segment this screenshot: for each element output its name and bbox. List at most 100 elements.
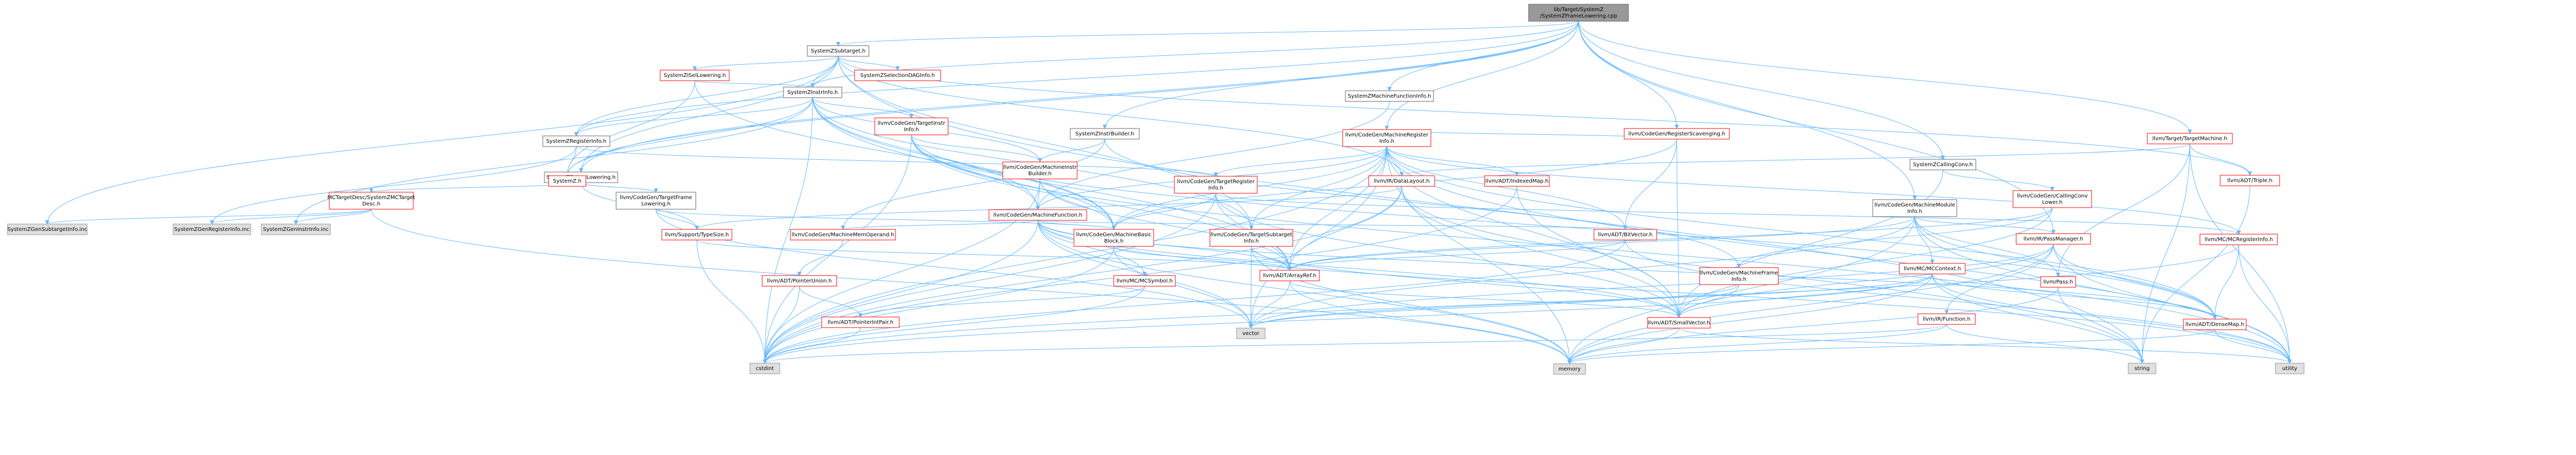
edge-root-to-targetmachine bbox=[1578, 21, 2192, 134]
node-datalayout[interactable]: llvm/IR/DataLayout.h bbox=[1368, 175, 1435, 187]
node-label: llvm/ADT/ArrayRef.h bbox=[1263, 273, 1317, 279]
edge-passmanager-to-densemap bbox=[2053, 244, 2217, 320]
node-function[interactable]: llvm/IR/Function.h bbox=[1917, 313, 1976, 325]
node-machinefuncinfo[interactable]: SystemZMachineFunctionInfo.h bbox=[1345, 90, 1434, 102]
edge-machinefunction-to-memory bbox=[1037, 220, 1572, 364]
node-box bbox=[2016, 233, 2091, 245]
node-box bbox=[821, 316, 900, 328]
node-label: SystemZ.h bbox=[553, 178, 582, 184]
node-instrinfo[interactable]: SystemZInstrInfo.h bbox=[783, 87, 842, 98]
node-machinememoperand[interactable]: llvm/CodeGen/MachineMemOperand.h bbox=[790, 229, 896, 241]
node-label: llvm/ADT/DenseMap.h bbox=[2186, 322, 2245, 328]
node-label: MCTargetDesc/SystemZMCTarget bbox=[327, 195, 415, 201]
node-machinefunction[interactable]: llvm/CodeGen/MachineFunction.h bbox=[988, 209, 1087, 221]
edge-mcsymbol-to-pointerintpair bbox=[858, 286, 1145, 317]
node-box bbox=[2275, 363, 2305, 374]
node-label: Builder.h bbox=[1028, 171, 1052, 177]
node-typesize[interactable]: llvm/Support/TypeSize.h bbox=[661, 229, 732, 241]
edge-machineframeinfo-to-vector bbox=[1249, 284, 1739, 329]
node-indexedmap[interactable]: llvm/ADT/IndexedMap.h bbox=[1484, 175, 1550, 187]
edge-machineinstrbuilder-to-cstdint bbox=[763, 178, 1040, 364]
node-mccontext[interactable]: llvm/MC/MCContext.h bbox=[1899, 263, 1966, 274]
edge-targetmachine-to-datalayout bbox=[1400, 143, 2190, 176]
node-systemz_h[interactable]: SystemZ.h bbox=[548, 175, 586, 187]
node-instrbuilder[interactable]: SystemZInstrBuilder.h bbox=[1070, 128, 1140, 140]
edge-machineframeinfo-to-smallvector bbox=[1677, 284, 1739, 318]
edge-subtarget-to-registerinfo bbox=[574, 56, 839, 136]
node-subtargetinfo_inc[interactable]: SystemZGenSubtargetInfo.inc bbox=[7, 224, 88, 235]
edge-mcdesc-to-memory bbox=[371, 209, 1572, 364]
edge-machinemoduleinfo-to-arrayref bbox=[1287, 216, 1915, 271]
node-box bbox=[1593, 229, 1657, 241]
node-label: SystemZISelLowering.h bbox=[663, 73, 726, 79]
node-triple[interactable]: llvm/ADT/Triple.h bbox=[2220, 175, 2280, 186]
node-registerinfo[interactable]: SystemZRegisterInfo.h bbox=[542, 135, 610, 147]
edge-machinemoduleinfo-to-vector bbox=[1249, 216, 1915, 329]
node-smallvector[interactable]: llvm/ADT/SmallVector.h bbox=[1647, 317, 1711, 329]
node-registerinfo_inc[interactable]: SystemZGenRegisterInfo.inc bbox=[173, 224, 251, 235]
node-regscavenging[interactable]: llvm/CodeGen/RegisterScavenging.h bbox=[1624, 128, 1730, 140]
node-subtarget[interactable]: SystemZSubtarget.h bbox=[807, 45, 869, 57]
node-label: Block.h bbox=[1104, 238, 1124, 244]
edge-machineregisterinfo-to-densemap bbox=[1386, 146, 2217, 320]
node-label: llvm/CodeGen/MachineMemOperand.h bbox=[792, 232, 894, 238]
node-box bbox=[1909, 159, 1976, 170]
node-box bbox=[2147, 133, 2233, 144]
node-root[interactable]: lib/Target/SystemZ/SystemZFrameLowering.… bbox=[1528, 4, 1629, 22]
node-pass[interactable]: llvm/Pass.h bbox=[2040, 276, 2076, 288]
node-label: llvm/Target/TargetMachine.h bbox=[2152, 136, 2227, 142]
node-label: SystemZGenInstrInfo.inc bbox=[263, 227, 328, 233]
edge-subtarget-to-tgtsubtargetinfo bbox=[838, 56, 1253, 230]
node-box bbox=[2040, 276, 2076, 288]
edge-tgtsubtargetinfo-to-memory bbox=[1251, 246, 1572, 364]
node-utility[interactable]: utility bbox=[2275, 363, 2305, 374]
edge-machinemoduleinfo-to-densemap bbox=[1914, 216, 2217, 320]
node-selectiondag[interactable]: SystemZSelectionDAGInfo.h bbox=[854, 70, 941, 81]
node-label: llvm/CodeGen/TargetRegister bbox=[1177, 179, 1255, 185]
node-instrinfo_inc[interactable]: SystemZGenInstrInfo.inc bbox=[261, 224, 331, 235]
node-cstdint[interactable]: cstdint bbox=[749, 363, 780, 374]
edge-mcdesc-to-instrinfo_inc bbox=[294, 209, 372, 225]
node-mcregisterinfo[interactable]: llvm/MC/MCRegisterInfo.h bbox=[2199, 234, 2278, 245]
edge-bitvector-to-utility bbox=[1625, 239, 2292, 364]
node-label: llvm/Support/TypeSize.h bbox=[665, 232, 729, 238]
node-label: SystemZCallingConv.h bbox=[1913, 162, 1973, 168]
node-string[interactable]: string bbox=[2128, 363, 2156, 374]
edge-mccontext-to-memory bbox=[1567, 273, 1933, 364]
edge-passmanager-to-memory bbox=[1567, 244, 2054, 364]
node-targetmachine[interactable]: llvm/Target/TargetMachine.h bbox=[2147, 133, 2233, 144]
node-box bbox=[1917, 313, 1976, 325]
node-box bbox=[854, 70, 941, 81]
node-label: llvm/IR/Function.h bbox=[1923, 316, 1971, 322]
edge-machinefunction-to-cstdint bbox=[763, 220, 1038, 364]
node-arrayref[interactable]: llvm/ADT/ArrayRef.h bbox=[1259, 270, 1320, 281]
node-box bbox=[2183, 319, 2247, 330]
node-passmanager[interactable]: llvm/IR/PassManager.h bbox=[2016, 233, 2091, 245]
node-box bbox=[660, 70, 730, 81]
node-pointerunion[interactable]: llvm/ADT/PointerUnion.h bbox=[762, 275, 837, 287]
node-vector[interactable]: vector bbox=[1236, 328, 1266, 339]
node-box bbox=[1002, 161, 1078, 179]
node-mcsymbol[interactable]: llvm/MC/MCSymbol.h bbox=[1113, 275, 1176, 287]
node-box bbox=[1070, 128, 1140, 140]
node-isellowering[interactable]: SystemZISelLowering.h bbox=[660, 70, 730, 81]
node-box bbox=[2220, 175, 2280, 186]
node-callingconv[interactable]: SystemZCallingConv.h bbox=[1909, 159, 1976, 170]
node-label: Info.h bbox=[1379, 139, 1394, 144]
node-label: SystemZSubtarget.h bbox=[811, 48, 865, 54]
node-memory[interactable]: memory bbox=[1553, 363, 1586, 375]
node-pointerintpair[interactable]: llvm/ADT/PointerIntPair.h bbox=[821, 316, 900, 328]
node-densemap[interactable]: llvm/ADT/DenseMap.h bbox=[2183, 319, 2247, 330]
node-bitvector[interactable]: llvm/ADT/BitVector.h bbox=[1593, 229, 1657, 241]
